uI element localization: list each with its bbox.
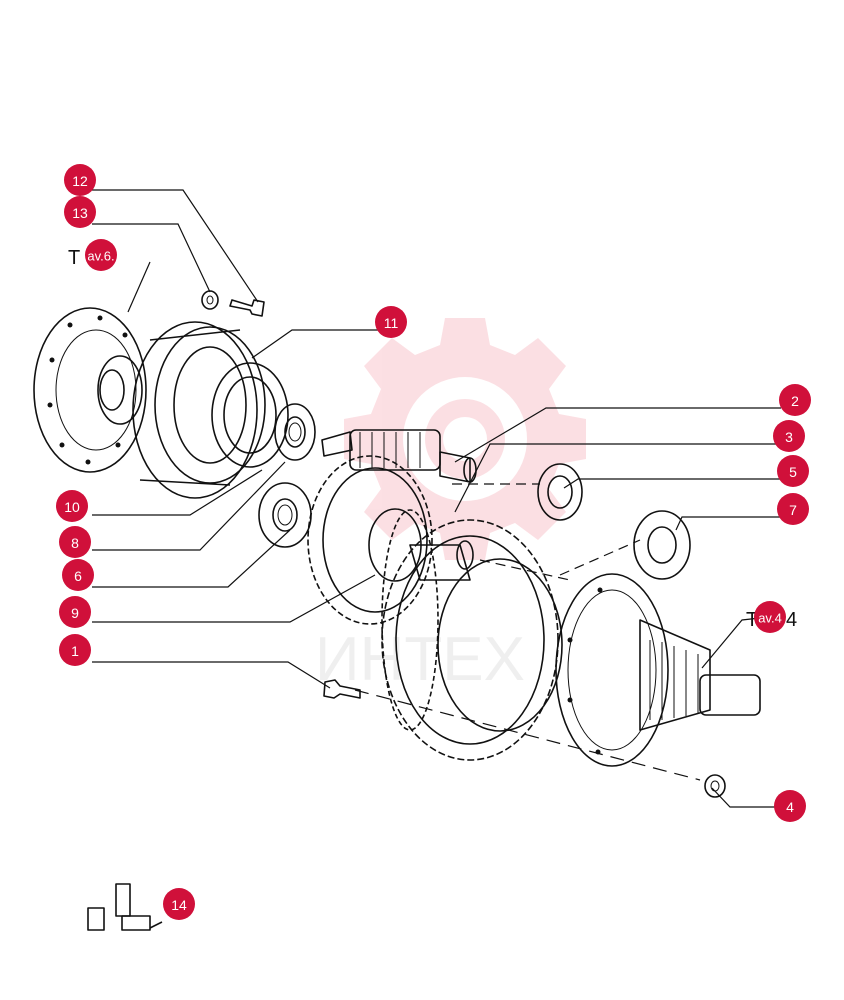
callout-11-label: 11 (384, 315, 399, 331)
pinion-shaft-2 (321, 429, 477, 483)
callout-7-label: 7 (789, 502, 797, 518)
callout-13-label: 13 (72, 205, 88, 221)
callout-9-label: 9 (71, 605, 79, 621)
kit-14-icon (87, 883, 163, 931)
bearing-7 (633, 510, 691, 580)
bolt-12 (229, 299, 265, 317)
reference-tav44-suffix: 4 (786, 609, 797, 631)
callout-2-label: 2 (791, 393, 799, 409)
housing-ring (132, 321, 266, 499)
bearing-10 (274, 403, 316, 461)
callout-2[interactable]: 2 (779, 384, 811, 416)
callout-6[interactable]: 6 (62, 559, 94, 591)
callout-1[interactable]: 1 (59, 634, 91, 666)
bearing-5 (537, 463, 583, 521)
crown-gear-3 (381, 509, 563, 761)
reference-tav6: T av.6. (68, 239, 117, 271)
callout-1-label: 1 (71, 643, 79, 659)
callout-6-label: 6 (74, 568, 82, 584)
reference-tav6-badge: av.6. (87, 249, 114, 264)
reference-tav44-badge: av.4 (758, 611, 782, 626)
housing-bearing (211, 362, 289, 468)
callout-3-label: 3 (785, 429, 793, 445)
bearing-6 (258, 482, 312, 548)
watermark-text: ИНТЕХ (315, 625, 525, 694)
callout-14-label: 14 (171, 897, 187, 913)
callout-12[interactable]: 12 (64, 164, 96, 196)
reference-tav6-prefix: T (68, 247, 80, 269)
callout-3[interactable]: 3 (773, 420, 805, 452)
callout-13[interactable]: 13 (64, 196, 96, 228)
callout-10[interactable]: 10 (56, 490, 88, 522)
watermark-logo: ИНТЕХ (315, 318, 586, 694)
output-hub (555, 573, 761, 767)
callout-4[interactable]: 4 (774, 790, 806, 822)
callout-14[interactable]: 14 (163, 888, 195, 920)
callout-8[interactable]: 8 (59, 526, 91, 558)
callout-11[interactable]: 11 (375, 306, 407, 338)
callout-4-label: 4 (786, 799, 794, 815)
callout-10-label: 10 (64, 499, 80, 515)
nut-4 (704, 774, 726, 798)
callout-7[interactable]: 7 (777, 493, 809, 525)
reference-tav44: T av.4 4 (746, 601, 797, 633)
washer-13 (201, 290, 219, 310)
callout-12-label: 12 (72, 173, 88, 189)
cover-flange (33, 307, 147, 473)
callout-9[interactable]: 9 (59, 596, 91, 628)
leader-lines (92, 189, 781, 808)
bolt-1 (323, 679, 361, 699)
callout-5-label: 5 (789, 464, 797, 480)
callout-5[interactable]: 5 (777, 455, 809, 487)
intermediate-gear-9 (307, 455, 433, 625)
callout-8-label: 8 (71, 535, 79, 551)
